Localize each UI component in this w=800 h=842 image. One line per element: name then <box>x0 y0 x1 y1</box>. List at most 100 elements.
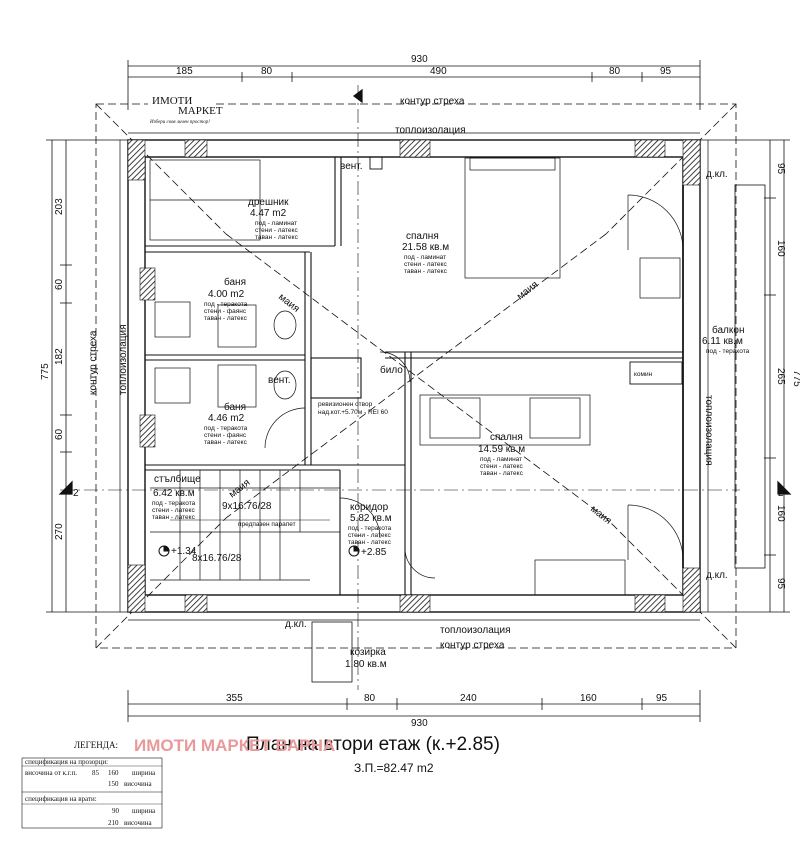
dim-left-seg: 60 <box>54 428 65 440</box>
svg-text:85: 85 <box>92 769 100 777</box>
svg-text:спецификация на врати:: спецификация на врати: <box>25 795 97 803</box>
svg-text:баня: баня <box>224 276 246 288</box>
dimension-lines <box>46 60 790 722</box>
svg-text:5.82 кв.м: 5.82 кв.м <box>350 513 392 524</box>
plan-subtitle: З.П.=82.47 m2 <box>354 761 434 775</box>
svg-text:спецификация на прозорци:: спецификация на прозорци: <box>25 758 108 766</box>
dim-bottom-seg: 80 <box>364 693 376 704</box>
dim-right-seg: 95 <box>775 163 786 175</box>
svg-text:14.59 кв.м: 14.59 кв.м <box>478 444 525 455</box>
svg-text:под - теракота: под - теракота <box>204 425 248 432</box>
dim-top-seg: 80 <box>609 66 621 77</box>
level-markers <box>158 545 360 557</box>
room-balcony: балкон 6.11 кв.м под - теракота <box>702 324 750 355</box>
svg-text:6.42 кв.м: 6.42 кв.м <box>153 488 195 499</box>
svg-text:4.46 m2: 4.46 m2 <box>208 413 245 424</box>
svg-text:балкон: балкон <box>712 324 744 336</box>
svg-text:ширина: ширина <box>132 807 156 815</box>
room-corridor: коридор 5.82 кв.м под - теракота стени -… <box>348 502 392 546</box>
dim-bottom-total: 930 <box>411 718 428 729</box>
stair-bottom-spec: 8x16.76/28 <box>192 553 242 564</box>
svg-text:стени - латекс: стени - латекс <box>255 227 298 234</box>
furniture <box>149 157 681 596</box>
svg-text:спалня: спалня <box>490 432 523 443</box>
roof-contour <box>95 103 737 649</box>
plan-title: План на втори етаж (к.+2.85) <box>246 734 500 755</box>
section-mark-left: 2 <box>73 488 79 499</box>
svg-text:таван - латекс: таван - латекс <box>152 514 196 521</box>
door-swings <box>264 194 684 579</box>
insulation-label-right: топлоизолация <box>703 395 714 465</box>
svg-text:21.58 кв.м: 21.58 кв.м <box>402 242 449 253</box>
company-logo: ИМОТИ МАРКЕТ Избери своя личен простор! <box>148 88 223 126</box>
dim-bottom-seg: 160 <box>580 693 597 704</box>
revision-label-2: над.кот.+5.70м - REI 60 <box>318 409 388 416</box>
revision-label: ревизионен отвор <box>318 401 373 408</box>
dim-right-seg: 160 <box>775 505 786 522</box>
svg-text:под - теракота: под - теракота <box>706 348 750 355</box>
svg-text:таван - латекс: таван - латекс <box>204 315 248 322</box>
dim-top-seg: 80 <box>261 66 273 77</box>
room-closet: дрешник 4.47 m2 под - ламинат стени - ла… <box>248 197 299 241</box>
dim-top-total: 930 <box>411 54 428 65</box>
dim-right-seg: 160 <box>775 240 786 257</box>
dim-right-total: 775 <box>791 370 800 387</box>
dim-right-seg: 265 <box>775 368 786 385</box>
level-mark-2: +2.85 <box>361 547 387 558</box>
svg-text:1.80 кв.м: 1.80 кв.м <box>345 659 387 670</box>
may-label-3: маия <box>276 292 301 315</box>
svg-text:6.11 кв.м: 6.11 кв.м <box>702 336 743 347</box>
vent-label-2: вент. <box>268 375 291 386</box>
dk-label-2: д.кл. <box>706 570 728 581</box>
svg-text:под - теракота: под - теракота <box>204 301 248 308</box>
columns <box>127 139 701 613</box>
svg-text:под - ламинат: под - ламинат <box>404 254 446 261</box>
roof-contour-label-left: контур стреха <box>88 330 99 395</box>
svg-text:ИМОТИ: ИМОТИ <box>152 95 192 107</box>
svg-text:таван - латекс: таван - латекс <box>204 439 248 446</box>
room-bathroom-1: баня 4.00 m2 под - теракота стени - фаян… <box>204 276 248 322</box>
svg-text:стени - фаянс: стени - фаянс <box>204 308 247 315</box>
dim-left-seg: 60 <box>54 278 65 290</box>
svg-text:баня: баня <box>224 401 246 413</box>
svg-text:височина от к.г.п.: височина от к.г.п. <box>25 769 77 777</box>
chimney-box <box>629 361 683 385</box>
dim-left-seg: 182 <box>54 348 65 365</box>
dim-top-seg: 185 <box>176 66 193 77</box>
section-marks <box>58 85 792 690</box>
dim-top-seg: 95 <box>660 66 672 77</box>
may-label-2: маия <box>588 504 613 527</box>
canopy-outline <box>311 621 353 683</box>
room-canopy: козирка 1.80 кв.м <box>345 647 387 670</box>
svg-text:таван - латекс: таван - латекс <box>480 470 524 477</box>
svg-text:дрешник: дрешник <box>248 197 289 208</box>
dim-right-seg: 95 <box>775 578 786 590</box>
exterior-walls <box>119 132 709 621</box>
dim-bottom-seg: 95 <box>656 693 668 704</box>
room-bathroom-2: баня 4.46 m2 под - теракота стени - фаян… <box>204 401 248 446</box>
dk-label-1: д.кл. <box>706 169 728 180</box>
dim-bottom-seg: 240 <box>460 693 477 704</box>
vent-label: вент. <box>340 161 363 172</box>
svg-text:височина: височина <box>124 819 152 827</box>
svg-text:таван - латекс: таван - латекс <box>404 268 448 275</box>
roof-contour-label-top: контур стреха <box>400 96 465 107</box>
level-mark-1: +1.34 <box>171 546 197 557</box>
interior-walls <box>145 157 766 595</box>
svg-text:стени - фаянс: стени - фаянс <box>204 432 247 439</box>
chimney-label: комин <box>634 371 653 378</box>
svg-text:коридор: коридор <box>350 502 389 513</box>
insulation-label-bottom: топлоизолация <box>440 625 510 636</box>
svg-text:стени - латекс: стени - латекс <box>480 463 523 470</box>
svg-text:стени - латекс: стени - латекс <box>152 507 195 514</box>
svg-text:90: 90 <box>112 807 120 815</box>
svg-text:стени - латекс: стени - латекс <box>404 261 447 268</box>
room-stairwell: стълбище 6.42 кв.м под - теракота стени … <box>152 473 201 521</box>
insulation-label-top: топлоизолация <box>395 125 465 136</box>
may-label-1: маия <box>515 279 540 302</box>
svg-text:таван - латекс: таван - латекс <box>255 234 299 241</box>
svg-text:210: 210 <box>108 819 119 827</box>
legend: ЛЕГЕНДА: спецификация на прозорци: височ… <box>21 740 163 829</box>
svg-text:4.00 m2: 4.00 m2 <box>208 289 245 300</box>
svg-text:ширина: ширина <box>132 769 156 777</box>
